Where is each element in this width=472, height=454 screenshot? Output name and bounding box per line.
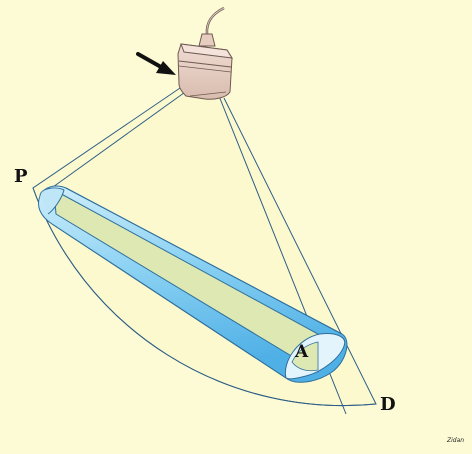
- vessel-proximal-opening: [39, 187, 65, 215]
- distal-lumen-section: [291, 341, 319, 372]
- transducer-face-lines: [189, 91, 227, 97]
- vessel-near-edge: [51, 223, 287, 379]
- transducer-seam: [178, 60, 232, 68]
- artist-signature: Zidan: [447, 437, 465, 444]
- pointer-arrow-icon: [136, 52, 176, 75]
- transducer-seam-2: [178, 65, 232, 73]
- blood-vessel: [38, 185, 348, 383]
- vessel-far-edge: [65, 187, 343, 335]
- beam-inner-edge-left: [45, 89, 189, 193]
- transducer-body: [177, 43, 233, 100]
- transducer-top-face: [180, 43, 233, 59]
- label-a: A: [295, 342, 309, 362]
- label-d: D: [380, 394, 396, 415]
- transducer-cable-shine: [206, 7, 225, 35]
- transducer-neck: [198, 33, 216, 47]
- ultrasound-transducer-icon: [177, 6, 233, 100]
- label-p: P: [14, 166, 28, 187]
- beam-front-arc: [32, 187, 377, 407]
